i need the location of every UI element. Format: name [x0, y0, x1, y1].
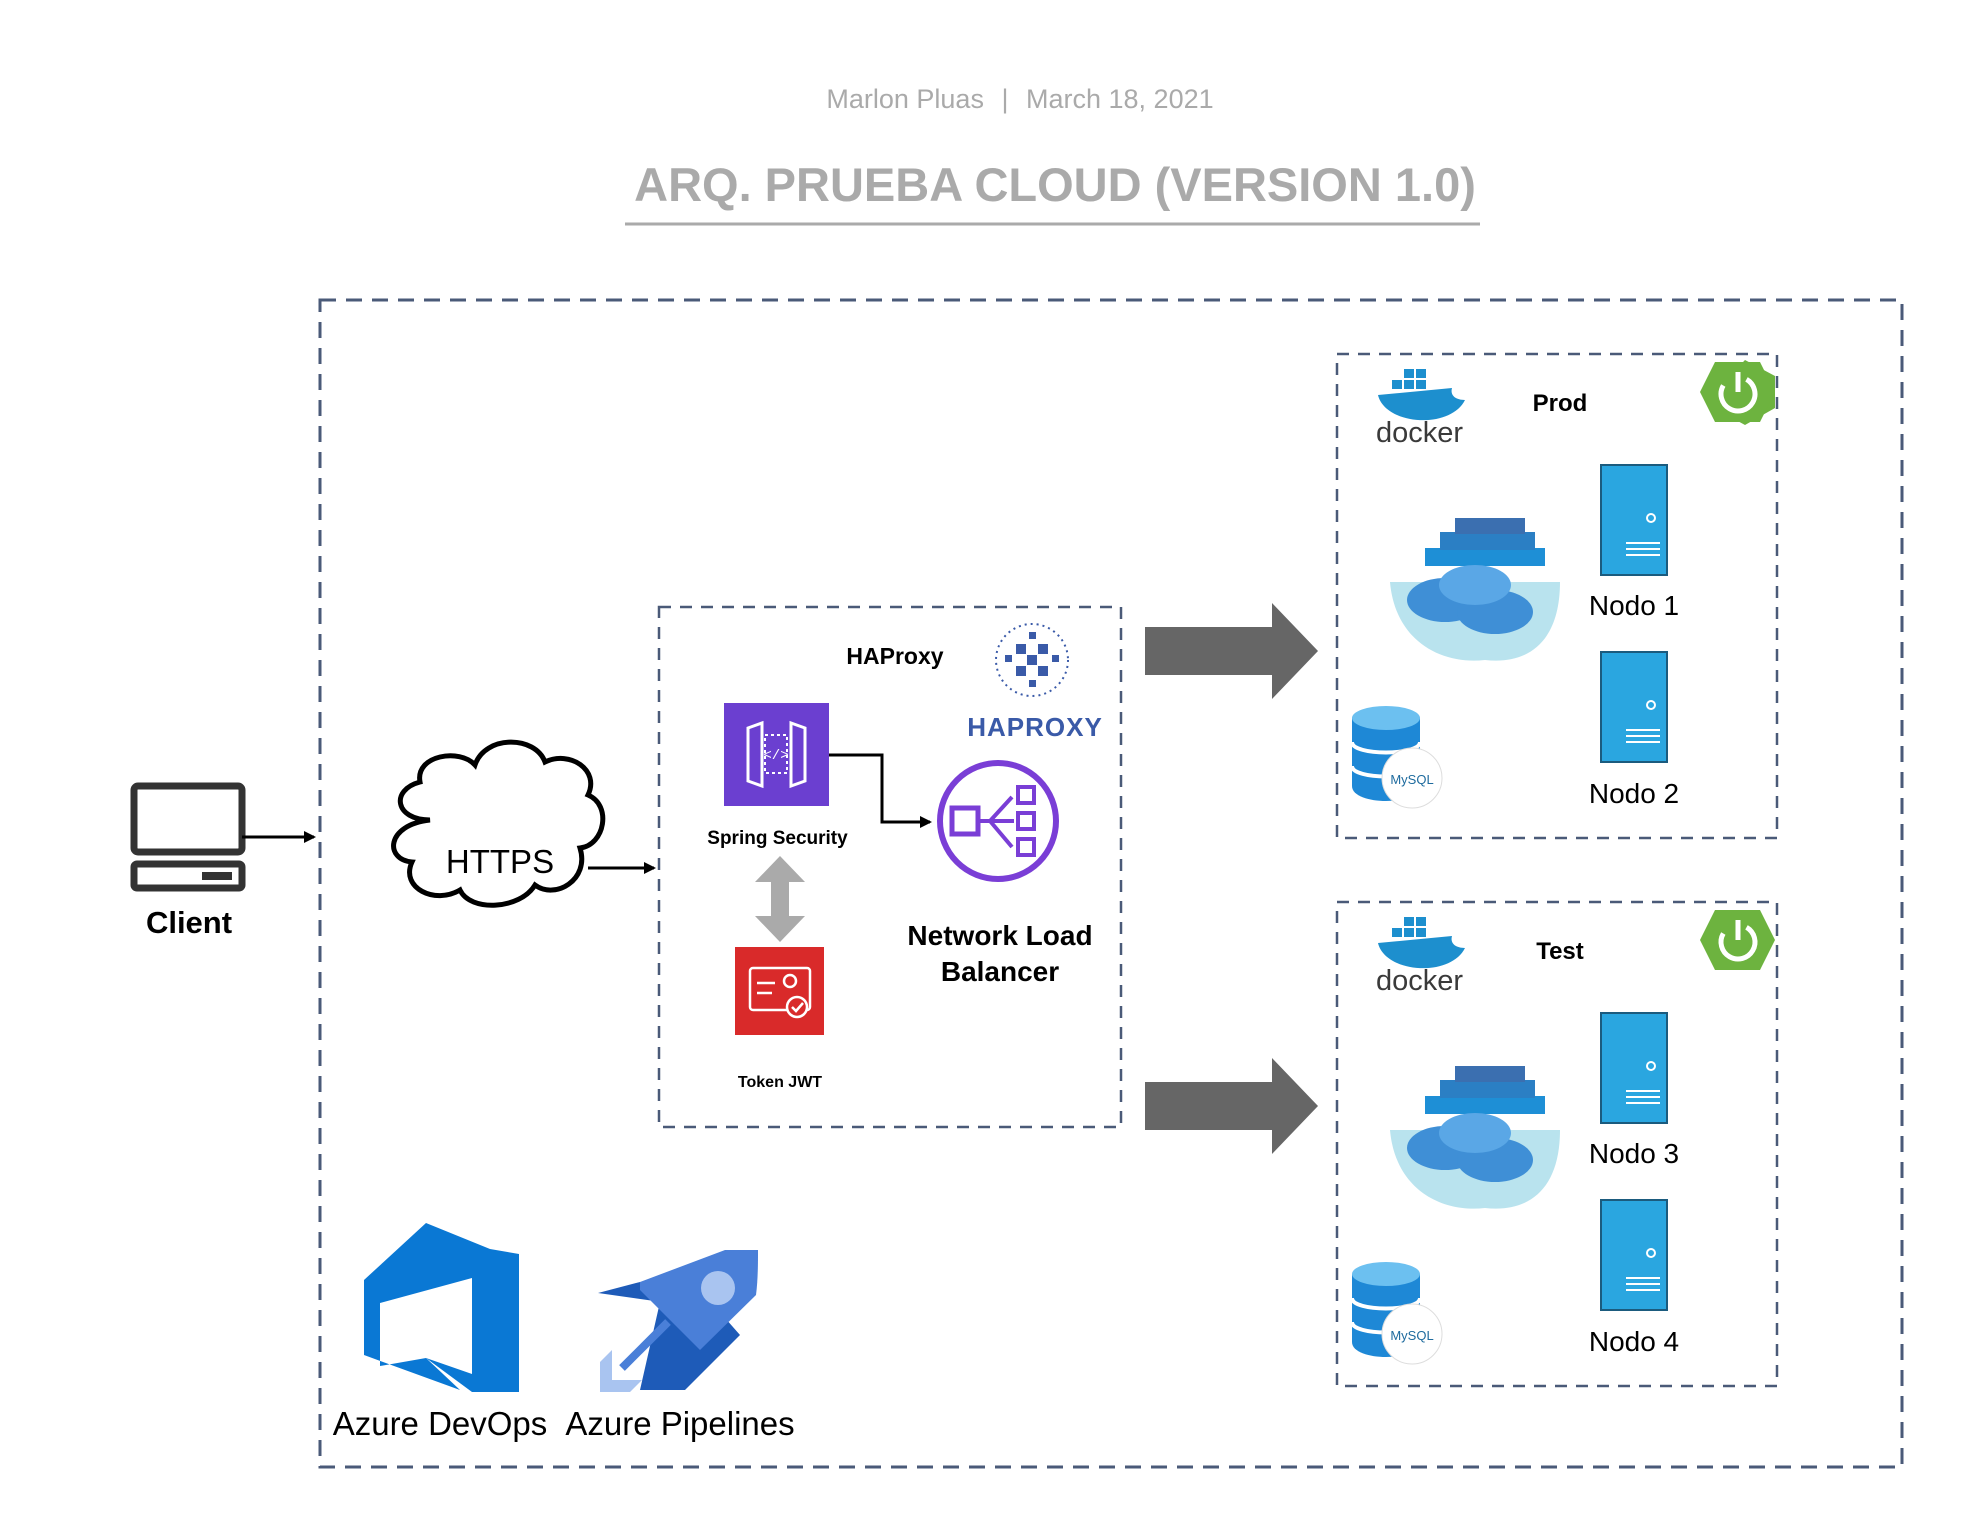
- author-name: Marlon Pluas: [826, 84, 984, 114]
- client-label: Client: [145, 905, 233, 940]
- docker-logo-icon: [1378, 917, 1465, 969]
- computer-icon: [130, 782, 246, 892]
- server-icon: [1600, 1199, 1668, 1311]
- arrow-to-test: [1145, 1058, 1318, 1154]
- nlb-label: Network Load Balancer: [885, 918, 1115, 990]
- haproxy-logo-icon: [995, 623, 1069, 697]
- page-title: ARQ. PRUEBA CLOUD (VERSION 1.0): [634, 158, 1476, 211]
- certificate-icon: [735, 947, 824, 1035]
- docker-logo-icon: [1378, 369, 1465, 421]
- mysql-wordmark: MySQL: [1390, 1328, 1434, 1343]
- docker-swarm-icon: [1390, 518, 1560, 661]
- spring-security-label: Spring Security: [707, 828, 848, 849]
- docker-wordmark: docker: [1375, 417, 1464, 449]
- database-icon: [1350, 706, 1443, 809]
- spring-boot-icon: [1700, 910, 1775, 970]
- test-boundary: [1335, 900, 1779, 1388]
- prod-label: Prod: [1532, 390, 1588, 417]
- nlb-label-line2: Balancer: [940, 956, 1060, 987]
- server-icon: [1600, 1012, 1668, 1124]
- nlb-label-line1: Network Load: [907, 920, 1093, 951]
- token-jwt-label: Token JWT: [737, 1074, 823, 1091]
- svg-text:</>: </>: [763, 748, 788, 764]
- haproxy-logo-text: HAPROXY: [967, 712, 1103, 742]
- arrow-to-prod: [1145, 603, 1318, 699]
- database-icon: [1350, 1262, 1443, 1365]
- spring-boot-icon: [1700, 360, 1775, 425]
- meta-separator: |: [1001, 84, 1009, 114]
- server-icon: [1600, 464, 1668, 576]
- azure-pipelines-label: Azure Pipelines: [565, 1405, 795, 1442]
- https-label: HTTPS: [445, 843, 555, 880]
- load-balancer-icon: [937, 760, 1059, 882]
- cloud-boundary: [318, 298, 1904, 1469]
- docker-wordmark: docker: [1375, 965, 1464, 997]
- docker-swarm-icon: [1390, 1066, 1560, 1209]
- prod-boundary: [1335, 352, 1779, 840]
- azure-devops-label: Azure DevOps: [332, 1405, 548, 1442]
- azure-devops-icon: [364, 1223, 519, 1392]
- test-label: Test: [1536, 938, 1584, 965]
- azure-pipelines-icon: [598, 1250, 758, 1392]
- connector-security-to-nlb: [829, 753, 932, 828]
- node-label: Nodo 1: [1588, 590, 1680, 621]
- server-icon: [1600, 651, 1668, 763]
- bidirectional-arrow: [755, 856, 805, 942]
- haproxy-boundary: [657, 605, 1123, 1129]
- mysql-wordmark: MySQL: [1390, 772, 1434, 787]
- node-label: Nodo 4: [1588, 1326, 1680, 1357]
- document-date: March 18, 2021: [1026, 84, 1214, 114]
- header-meta: Marlon Pluas | March 18, 2021: [780, 84, 1260, 115]
- api-gateway-icon: </>: [724, 703, 829, 806]
- haproxy-label: HAProxy: [846, 643, 944, 669]
- cloud-icon: [391, 739, 606, 908]
- node-label: Nodo 3: [1588, 1138, 1680, 1169]
- node-label: Nodo 2: [1588, 778, 1680, 809]
